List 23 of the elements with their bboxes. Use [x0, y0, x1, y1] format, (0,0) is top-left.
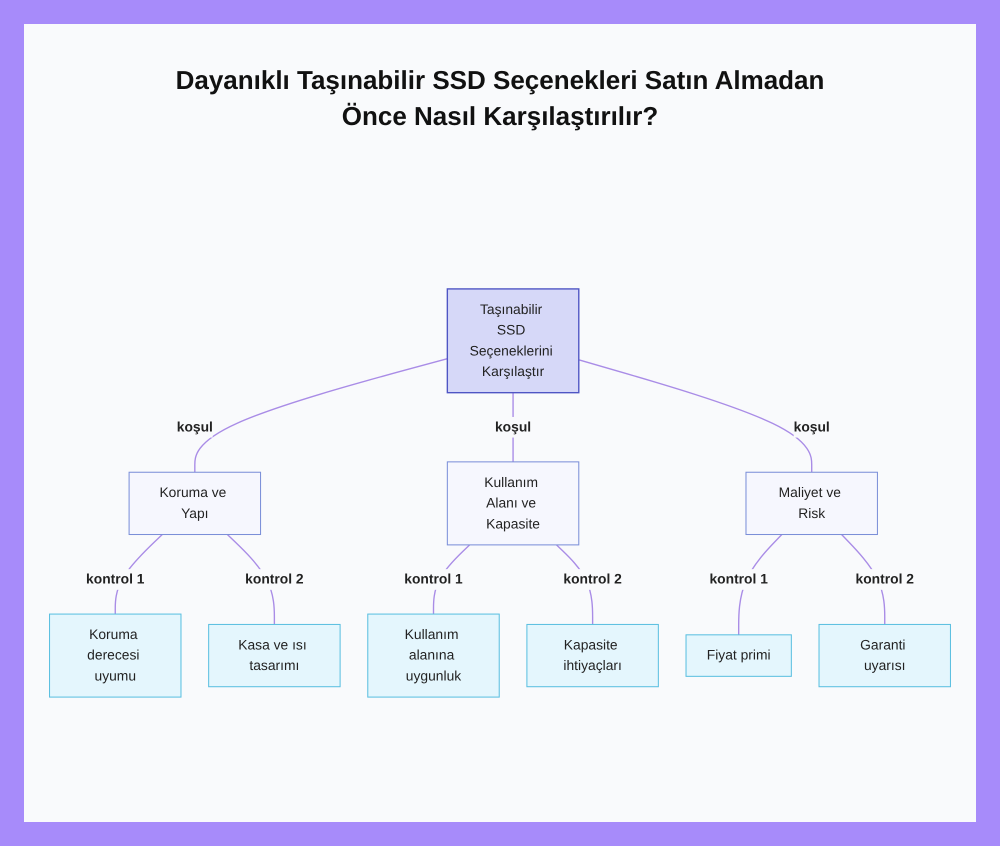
edge-label: koşul — [794, 420, 830, 435]
card-background: Dayanıklı Taşınabilir SSD Seçenekleri Satın Almadan Önce Nasıl Karşılaştırılır? koşul koşul koşul kontrol 1 kontrol 2 kontrol 1 kontrol 2 kontrol 1 kontrol 2 Taşınabilir SSD Seçeneklerini Karşılaştır Koruma ve Yapı Kullanım Alanı ve Kapasite Maliyet ve Risk Koruma derecesi uyumu Kasa ve ısı tasarımı Kullanım alanına uygunluk Kapasite ihtiyaçları Fiyat primi Garanti uyarısı — [24, 24, 976, 822]
edge-label: kontrol 1 — [404, 572, 463, 588]
edge-label: koşul — [176, 420, 213, 435]
edge-label: kontrol 1 — [86, 572, 144, 588]
diagram-title: Dayanıklı Taşınabilir SSD Seçenekleri Satın Almadan Önce Nasıl Karşılaştırılır? — [174, 64, 826, 133]
node-box — [49, 614, 182, 698]
node-box — [446, 461, 580, 546]
node-box — [745, 472, 878, 536]
edge-label: koşul — [494, 420, 532, 435]
node-box — [208, 624, 341, 688]
node-box — [446, 288, 580, 394]
node-box — [526, 624, 659, 688]
node-box — [367, 614, 500, 698]
edge-label: kontrol 2 — [563, 572, 622, 588]
edge-label: kontrol 2 — [245, 572, 304, 588]
edge-label: kontrol 2 — [856, 572, 914, 588]
node-box — [818, 624, 951, 688]
node-box — [686, 634, 792, 677]
connector — [578, 359, 812, 472]
connector — [194, 358, 448, 472]
node-box — [128, 472, 262, 536]
edge-label: kontrol 1 — [709, 572, 768, 588]
